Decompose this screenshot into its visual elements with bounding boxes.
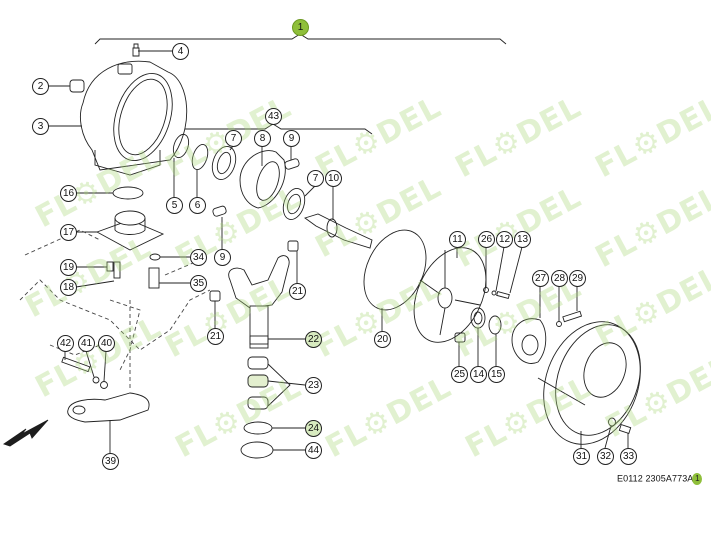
nut-part-5 xyxy=(172,133,190,159)
callout-part-14[interactable]: 14 xyxy=(470,366,487,383)
callout-part-41[interactable]: 41 xyxy=(78,335,95,352)
callout-part-28[interactable]: 28 xyxy=(551,270,568,287)
callout-part-19[interactable]: 19 xyxy=(60,259,77,276)
washer-part-26 xyxy=(483,287,489,293)
hub-part-8 xyxy=(239,150,286,209)
callout-part-8[interactable]: 8 xyxy=(254,130,271,147)
callout-part-16[interactable]: 16 xyxy=(60,185,77,202)
callout-part-11[interactable]: 11 xyxy=(449,231,466,248)
pin-part-9 xyxy=(284,158,300,170)
callout-part-18[interactable]: 18 xyxy=(60,279,77,296)
callout-part-32[interactable]: 32 xyxy=(597,448,614,465)
housing-part-3 xyxy=(80,60,188,176)
callout-part-5[interactable]: 5 xyxy=(166,197,183,214)
callout-part-20[interactable]: 20 xyxy=(374,331,391,348)
washer-part-32 xyxy=(608,417,616,427)
grease-nipple-part-4 xyxy=(132,43,172,57)
callout-part-34[interactable]: 34 xyxy=(190,249,207,266)
callout-part-23[interactable]: 23 xyxy=(305,377,322,394)
callout-part-7[interactable]: 7 xyxy=(307,170,324,187)
bushing-part-21a xyxy=(287,240,299,252)
lever-part-39 xyxy=(67,392,150,423)
callout-part-29[interactable]: 29 xyxy=(569,270,586,287)
callout-part-35[interactable]: 35 xyxy=(190,275,207,292)
callout-part-42[interactable]: 42 xyxy=(57,335,74,352)
callout-part-3[interactable]: 3 xyxy=(32,118,49,135)
bushing-part-2 xyxy=(48,79,85,93)
pin-part-9b xyxy=(212,205,227,217)
callout-part-12[interactable]: 12 xyxy=(496,231,513,248)
washer-part-28 xyxy=(556,321,562,327)
bearing-part-7 xyxy=(211,146,237,180)
drum-part-31 xyxy=(537,321,641,445)
washer-part-34 xyxy=(149,253,161,261)
callout-part-13[interactable]: 13 xyxy=(514,231,531,248)
callout-part-1[interactable]: 1 xyxy=(292,19,309,36)
callout-part-33[interactable]: 33 xyxy=(620,448,637,465)
callout-part-24[interactable]: 24 xyxy=(305,420,322,437)
bearing-part-7b xyxy=(282,188,306,220)
callout-part-39[interactable]: 39 xyxy=(102,453,119,470)
callout-part-27[interactable]: 27 xyxy=(532,270,549,287)
shaft-part-10 xyxy=(304,213,373,249)
callout-part-25[interactable]: 25 xyxy=(451,366,468,383)
mower-frame-outline xyxy=(19,229,211,390)
callout-part-21[interactable]: 21 xyxy=(289,283,306,300)
cover-plate-part-11 xyxy=(413,247,487,343)
callout-part-26[interactable]: 26 xyxy=(478,231,495,248)
assembly-bracket-43 xyxy=(169,123,373,135)
bolt-part-42 xyxy=(61,356,91,373)
washer-part-12 xyxy=(491,290,497,296)
washer-part-6 xyxy=(191,143,209,171)
callout-part-22[interactable]: 22 xyxy=(305,331,322,348)
reference-badge: 1 xyxy=(692,473,703,485)
callout-part-17[interactable]: 17 xyxy=(60,224,77,241)
callout-part-15[interactable]: 15 xyxy=(488,366,505,383)
callout-part-9[interactable]: 9 xyxy=(214,249,231,266)
callout-part-31[interactable]: 31 xyxy=(573,448,590,465)
pin-part-18 xyxy=(113,261,121,279)
bolt-part-29 xyxy=(562,310,583,323)
bolt-part-33 xyxy=(618,424,632,434)
washer-part-41 xyxy=(92,376,100,384)
seal-part-24 xyxy=(243,421,273,435)
seal-part-15 xyxy=(488,315,502,335)
hub-part-27 xyxy=(511,318,547,364)
screw-part-13 xyxy=(496,290,510,300)
callout-part-4[interactable]: 4 xyxy=(172,43,189,60)
needle-bearings-part-23 xyxy=(247,356,269,410)
bushing-part-21b xyxy=(209,290,221,302)
nut-part-25 xyxy=(454,332,466,343)
callout-part-21[interactable]: 21 xyxy=(207,328,224,345)
nut-part-40 xyxy=(100,381,108,389)
bolt-part-35 xyxy=(148,267,160,289)
oring-part-16 xyxy=(112,186,144,200)
fork-part-22 xyxy=(228,255,290,349)
cup-part-44 xyxy=(240,441,274,459)
callout-part-44[interactable]: 44 xyxy=(305,442,322,459)
front-direction-arrow xyxy=(2,419,49,447)
flange-part-17 xyxy=(95,210,165,251)
callout-part-40[interactable]: 40 xyxy=(98,335,115,352)
callout-part-6[interactable]: 6 xyxy=(189,197,206,214)
callout-part-7[interactable]: 7 xyxy=(225,130,242,147)
bolt-part-19 xyxy=(106,261,114,272)
callout-part-43[interactable]: 43 xyxy=(265,108,282,125)
callout-part-10[interactable]: 10 xyxy=(325,170,342,187)
reference-code-text: E0112 2305A773A xyxy=(617,473,694,484)
callout-part-9[interactable]: 9 xyxy=(283,130,300,147)
callout-part-2[interactable]: 2 xyxy=(32,78,49,95)
